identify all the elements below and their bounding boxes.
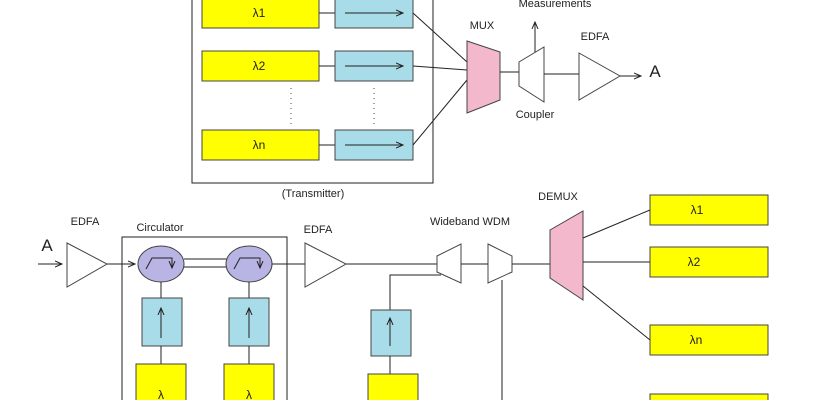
modulator-1 bbox=[334, 0, 414, 29]
circulator-1 bbox=[137, 245, 185, 283]
circulator-2 bbox=[225, 245, 273, 283]
edfa-input bbox=[66, 242, 109, 288]
output-detector-1 bbox=[649, 194, 769, 226]
coupler bbox=[518, 46, 545, 103]
transmitter-frame bbox=[191, 0, 434, 184]
pump-source-label-2: λ bbox=[246, 388, 252, 400]
measurements-label: Measurements bbox=[519, 0, 592, 10]
wdm-pump-source bbox=[367, 373, 419, 400]
edfa-input-label: EDFA bbox=[71, 216, 100, 228]
wdm-combiner bbox=[487, 243, 513, 284]
pump-source-2 bbox=[223, 363, 275, 400]
grating-frame bbox=[121, 236, 288, 400]
source-laser-2 bbox=[201, 50, 320, 82]
wdm-pump-modulator bbox=[370, 309, 412, 357]
transmitter-caption: (Transmitter) bbox=[282, 188, 345, 200]
source-label-n: λn bbox=[253, 138, 266, 152]
output-label-1: λ1 bbox=[691, 203, 704, 217]
edfa-middle-label: EDFA bbox=[304, 224, 333, 236]
output-detector-n bbox=[649, 324, 769, 356]
wdm-label: Wideband WDM bbox=[430, 216, 510, 228]
demux-label: DEMUX bbox=[538, 191, 578, 203]
circulator-1-arrow bbox=[145, 257, 172, 270]
coupler-label: Coupler bbox=[516, 109, 555, 121]
pump-source-1 bbox=[135, 363, 187, 400]
demux bbox=[549, 210, 584, 301]
edfa-middle bbox=[304, 242, 348, 288]
source-laser-n bbox=[201, 129, 320, 161]
edfa-transmitter bbox=[578, 52, 622, 101]
mux-label: MUX bbox=[470, 20, 495, 32]
mux bbox=[466, 40, 501, 114]
output-detector-partial bbox=[649, 393, 769, 400]
source-label-1: λ1 bbox=[253, 6, 266, 20]
output-a-label: A bbox=[649, 62, 661, 81]
circulator-2-arrow bbox=[233, 257, 260, 270]
output-detector-2 bbox=[649, 246, 769, 278]
pump-modulator-1 bbox=[141, 297, 183, 347]
source-label-2: λ2 bbox=[253, 59, 266, 73]
output-label-n: λn bbox=[690, 333, 703, 347]
circulator-label: Circulator bbox=[136, 222, 183, 234]
input-a-label: A bbox=[41, 236, 53, 255]
output-label-2: λ2 bbox=[688, 255, 701, 269]
edfa-transmitter-label: EDFA bbox=[581, 31, 610, 43]
pump-source-label-1: λ bbox=[158, 388, 164, 400]
wdm-splitter bbox=[436, 243, 462, 284]
